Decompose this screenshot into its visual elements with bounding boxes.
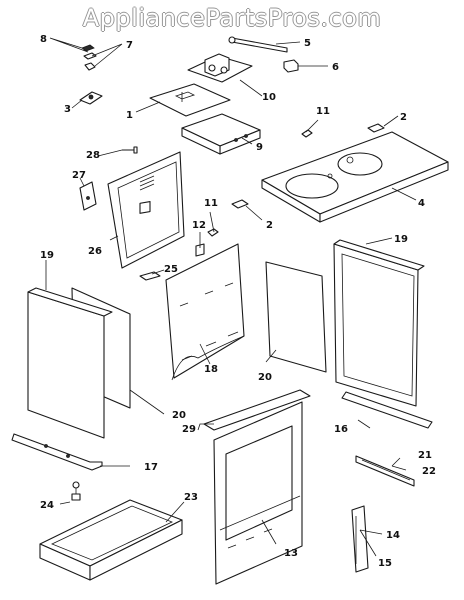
callout-8: 8 xyxy=(40,34,47,45)
callout-6: 6 xyxy=(332,62,339,73)
callout-15: 15 xyxy=(378,558,392,569)
callout-19-left: 19 xyxy=(40,250,54,261)
callout-20-right: 20 xyxy=(258,372,272,383)
part-18-back-panel[interactable] xyxy=(165,243,245,381)
part-19-side-panel-right[interactable] xyxy=(333,239,425,407)
part-23-drawer-tray[interactable] xyxy=(39,499,183,581)
part-27-plate[interactable] xyxy=(79,181,97,211)
callout-16: 16 xyxy=(334,424,348,435)
callout-11-top: 11 xyxy=(316,106,330,117)
callout-27: 27 xyxy=(72,170,86,181)
callout-2-mid: 2 xyxy=(266,220,273,231)
callout-22: 22 xyxy=(422,466,436,477)
part-4-cooktop[interactable] xyxy=(261,131,449,223)
part-17-rail[interactable] xyxy=(11,433,103,471)
part-11-clip-mid[interactable] xyxy=(207,228,219,237)
part-3-clip[interactable] xyxy=(79,91,103,105)
callout-29: 29 xyxy=(182,424,196,435)
part-25-clip[interactable] xyxy=(139,271,161,281)
part-6-block[interactable] xyxy=(283,59,299,73)
callout-18: 18 xyxy=(204,364,218,375)
callout-23: 23 xyxy=(184,492,198,503)
part-12-clip[interactable] xyxy=(195,243,205,257)
callout-labels: 8 7 5 6 10 3 1 9 2 11 4 28 27 26 11 2 12… xyxy=(40,34,436,569)
part-16-rail[interactable] xyxy=(341,391,433,429)
callout-21: 21 xyxy=(418,450,432,461)
callout-28: 28 xyxy=(86,150,100,161)
leader-lines xyxy=(45,37,417,557)
callout-2-top: 2 xyxy=(400,112,407,123)
callout-17: 17 xyxy=(144,462,158,473)
callout-7: 7 xyxy=(126,40,133,51)
part-11-clip-top[interactable] xyxy=(301,129,313,138)
watermark: AppliancePartsPros.com xyxy=(82,4,382,32)
part-14-15-bracket[interactable] xyxy=(351,505,369,573)
callout-5: 5 xyxy=(304,38,311,49)
callout-19-right: 19 xyxy=(394,234,408,245)
callout-14: 14 xyxy=(386,530,400,541)
part-19-side-panel-left[interactable] xyxy=(27,287,113,439)
part-21-22-rail[interactable] xyxy=(355,455,415,487)
part-2-clip-top[interactable] xyxy=(367,123,385,133)
part-29-rail[interactable] xyxy=(203,389,311,431)
callout-20-left: 20 xyxy=(172,410,186,421)
part-9-bracket[interactable] xyxy=(181,113,261,155)
part-24-leveler[interactable] xyxy=(71,481,81,501)
callout-3: 3 xyxy=(64,104,71,115)
part-13-front-frame[interactable] xyxy=(213,401,303,585)
callout-12: 12 xyxy=(192,220,206,231)
part-20-side-panel-right[interactable] xyxy=(265,261,327,373)
part-10-bracket[interactable] xyxy=(187,53,253,83)
callout-1: 1 xyxy=(126,110,133,121)
callout-13: 13 xyxy=(284,548,298,559)
part-26-inner-panel[interactable] xyxy=(107,151,185,269)
callout-4: 4 xyxy=(418,198,425,209)
part-5-rod[interactable] xyxy=(228,36,288,53)
part-2-clip-mid[interactable] xyxy=(231,199,249,209)
callout-26: 26 xyxy=(88,246,102,257)
part-8-7-clips[interactable] xyxy=(81,44,97,71)
callout-9: 9 xyxy=(256,142,263,153)
callout-24: 24 xyxy=(40,500,54,511)
part-1-plate[interactable] xyxy=(149,83,231,117)
callout-25: 25 xyxy=(164,264,178,275)
callout-10: 10 xyxy=(262,92,276,103)
callout-11-mid: 11 xyxy=(204,198,218,209)
part-28-screw[interactable] xyxy=(122,146,138,154)
